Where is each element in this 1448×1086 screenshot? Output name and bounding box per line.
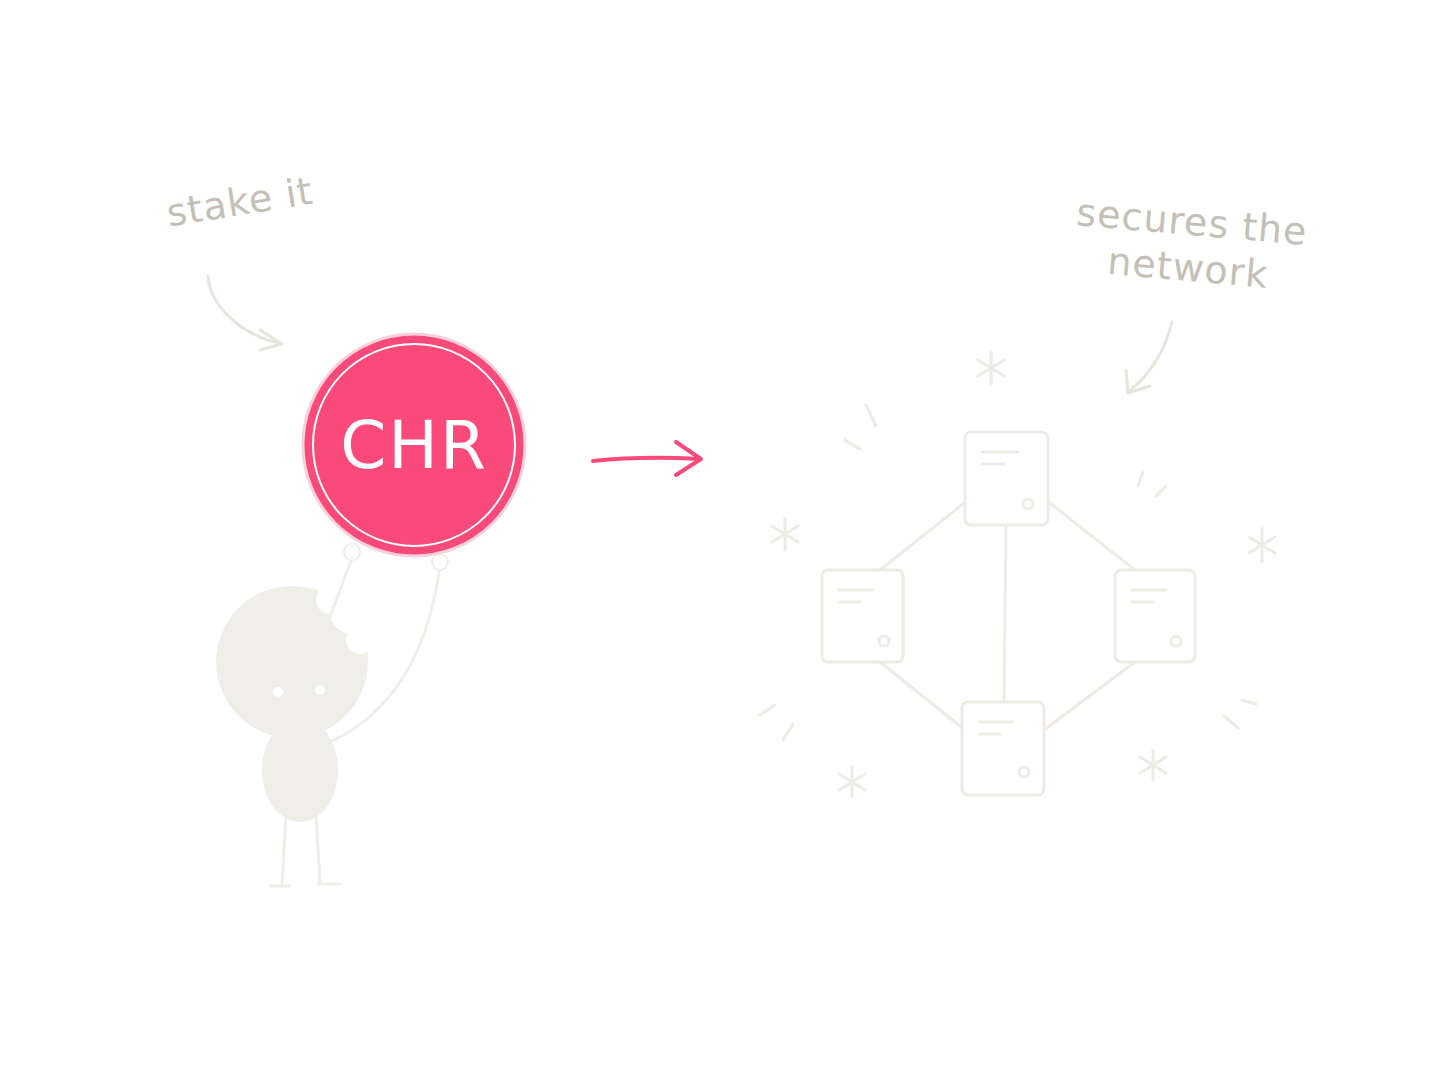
server-icon [1115, 570, 1195, 662]
server-network [822, 432, 1195, 795]
handwritten-note: secures the network [1066, 190, 1313, 302]
coin-label: CHR [340, 407, 488, 484]
server-icon [962, 702, 1044, 795]
coin-ring [313, 344, 515, 546]
server-icon [822, 570, 903, 662]
coin-circle: CHR [301, 332, 527, 558]
figure [216, 544, 448, 886]
server-icon [965, 432, 1048, 525]
pink-arrow [593, 442, 701, 475]
handwritten-note: stake it [138, 165, 343, 241]
coin-face [303, 334, 525, 556]
sparkles [760, 352, 1275, 797]
